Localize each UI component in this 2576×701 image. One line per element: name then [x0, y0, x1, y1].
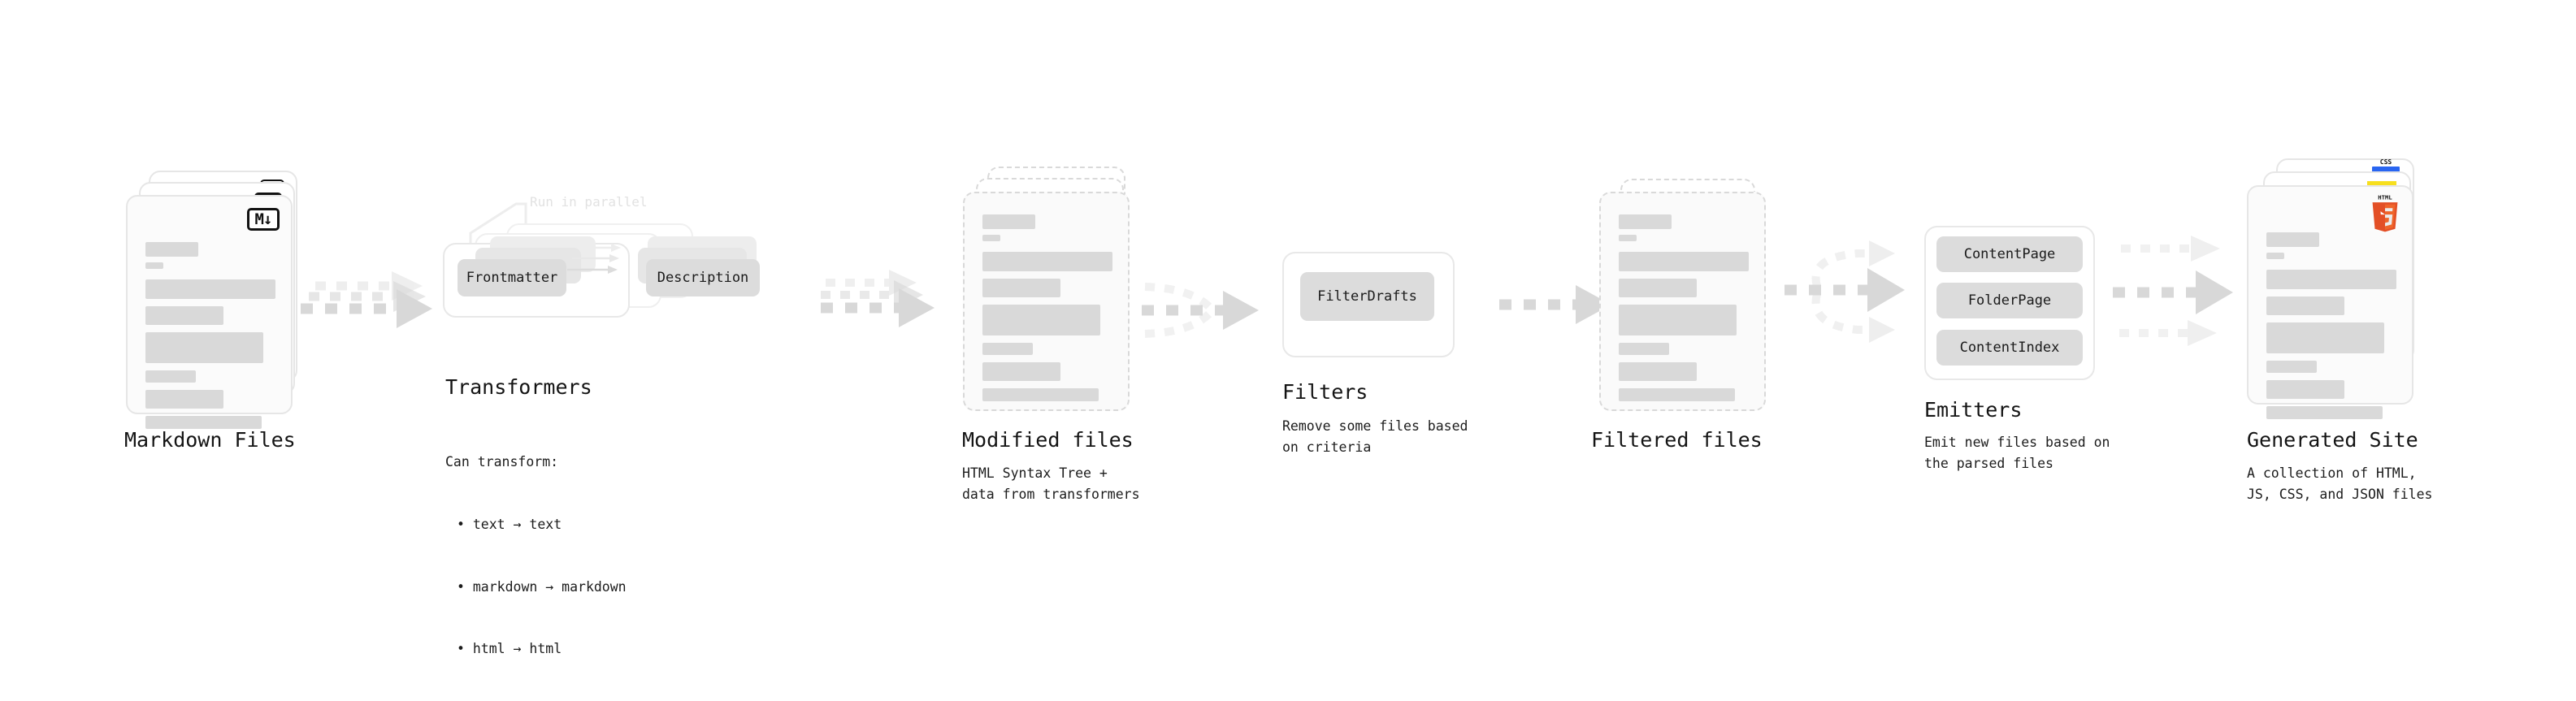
content-bar — [145, 279, 275, 299]
content-bar — [1619, 235, 1637, 241]
stage-title-generated-site: Generated Site — [2247, 428, 2418, 452]
stage-title-modified-files: Modified files — [962, 428, 1134, 452]
content-bar — [2266, 296, 2344, 315]
arrow-emitters-to-generated — [2113, 236, 2233, 346]
content-bar — [1619, 305, 1737, 335]
transformer-chip-description[interactable]: Description — [646, 259, 760, 296]
content-bar — [2266, 361, 2317, 373]
arrow-markdown-to-transformers — [301, 271, 432, 328]
filter-chip-filterdrafts[interactable]: FilterDrafts — [1300, 272, 1434, 321]
modified-card-content — [965, 193, 1128, 409]
content-bar — [1619, 362, 1697, 381]
transformers-bullet-1: • markdown → markdown — [457, 578, 627, 595]
filtered-card-content — [1601, 193, 1764, 409]
content-bar — [982, 235, 1000, 241]
content-bar — [145, 262, 163, 269]
generated-card-front: HTML — [2247, 185, 2413, 419]
content-bar — [982, 305, 1100, 335]
content-bar — [2266, 253, 2284, 259]
content-bar — [1619, 388, 1735, 401]
markdown-card-front: M↓ — [126, 195, 293, 429]
stage-title-transformers: Transformers — [445, 375, 592, 399]
content-bar — [1619, 252, 1749, 271]
emitter-chip-contentpage[interactable]: ContentPage — [1936, 236, 2083, 272]
transformers-subtitle-head: Can transform: — [445, 454, 559, 470]
markdown-files-stack: M↓ M↓ M↓ — [126, 171, 301, 429]
content-bar — [145, 416, 262, 429]
content-bar — [2266, 380, 2344, 399]
svg-text:HTML: HTML — [2378, 194, 2392, 201]
stage-title-markdown-files: Markdown Files — [124, 428, 296, 452]
content-bar — [145, 306, 223, 325]
content-bar — [982, 362, 1060, 381]
content-bar — [1619, 214, 1672, 229]
arrow-filtered-to-emitters — [1785, 240, 1905, 343]
content-bar — [982, 279, 1060, 297]
stage-title-filtered-files: Filtered files — [1591, 428, 1763, 452]
content-bar — [145, 370, 196, 383]
content-bar — [2266, 232, 2319, 247]
filtered-card-front — [1599, 192, 1766, 411]
content-bar — [145, 332, 263, 363]
markdown-card-content — [128, 197, 291, 429]
transformers-bullet-0: • text → text — [457, 516, 562, 532]
content-bar — [982, 388, 1099, 401]
run-in-parallel-label: Run in parallel — [530, 194, 648, 210]
arrow-modified-to-filters — [1142, 283, 1259, 338]
transformers-bullet-2: • html → html — [457, 641, 562, 657]
arrow-filters-to-filtered — [1499, 285, 1611, 324]
html5-icon: HTML — [2372, 194, 2398, 232]
transformer-inner-arrows — [567, 244, 621, 274]
markdown-badge: M↓ — [247, 208, 280, 231]
run-in-parallel-bracket — [469, 202, 527, 254]
stage-title-filters: Filters — [1282, 380, 1368, 404]
emitter-chip-folderpage[interactable]: FolderPage — [1936, 283, 2083, 318]
content-bar — [1619, 279, 1697, 297]
content-bar — [982, 214, 1035, 229]
content-bar — [982, 252, 1112, 271]
pipeline-diagram: M↓ M↓ M↓ Markdown Files — [124, 158, 2433, 657]
content-bar — [2266, 406, 2383, 419]
modified-card-front — [963, 192, 1130, 411]
content-bar — [2266, 322, 2384, 353]
generated-site-subtitle: A collection of HTML, JS, CSS, and JSON … — [2247, 465, 2433, 502]
content-bar — [145, 242, 198, 257]
modified-files-subtitle: HTML Syntax Tree + data from transformer… — [962, 465, 1140, 502]
content-bar — [982, 343, 1033, 355]
filters-subtitle: Remove some files based on criteria — [1282, 418, 1468, 455]
css-label: CSS — [2379, 158, 2392, 166]
transformer-chip-frontmatter[interactable]: Frontmatter — [458, 259, 566, 296]
content-bar — [2266, 270, 2396, 289]
emitter-chip-contentindex[interactable]: ContentIndex — [1936, 330, 2083, 366]
content-bar — [1619, 343, 1669, 355]
content-bar — [145, 390, 223, 409]
arrow-transformers-to-modified — [821, 270, 935, 327]
emitters-subtitle: Emit new files based on the parsed files — [1924, 435, 2110, 471]
generated-card-content — [2249, 187, 2412, 419]
stage-title-emitters: Emitters — [1924, 398, 2023, 422]
